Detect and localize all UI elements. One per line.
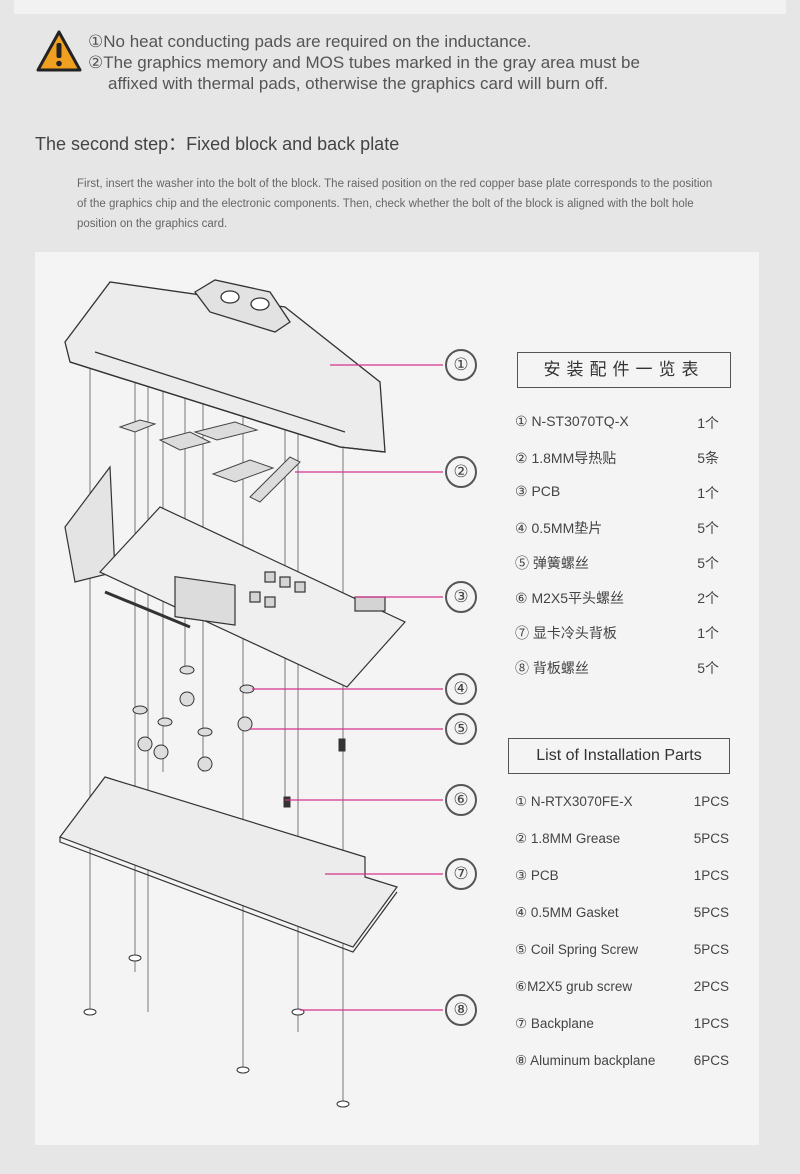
- warning-line-2: ②The graphics memory and MOS tubes marke…: [88, 53, 640, 72]
- step-title: The second step：Fixed block and back pla…: [35, 134, 400, 154]
- callout-2: ②: [445, 456, 477, 488]
- graphics-card-pcb: [64, 465, 406, 688]
- top-divider-bar: [14, 0, 786, 14]
- washers-and-springs: [132, 665, 346, 808]
- intro-paragraph: First, insert the washer into the bolt o…: [77, 178, 713, 230]
- warning-line-1: ①No heat conducting pads are required on…: [88, 32, 532, 51]
- callout-7: ⑦: [445, 858, 477, 890]
- callout-4: ④: [445, 673, 477, 705]
- callout-1: ①: [445, 349, 477, 381]
- water-block: [64, 279, 386, 453]
- diagram-panel: [35, 252, 759, 1145]
- callout-5: ⑤: [445, 713, 477, 745]
- warning-line-3: affixed with thermal pads, otherwise the…: [108, 74, 609, 93]
- parts-list-en-title: List of Installation Parts: [508, 738, 730, 774]
- warning-text: ①No heat conducting pads are required on…: [88, 31, 640, 94]
- callout-8: ⑧: [445, 994, 477, 1026]
- warning-triangle-icon: [36, 30, 82, 72]
- callout-6: ⑥: [445, 784, 477, 816]
- thermal-pads: [118, 419, 301, 503]
- backplate-screws: [83, 954, 350, 1108]
- callout-3: ③: [445, 581, 477, 613]
- exploded-diagram: [59, 279, 443, 1108]
- parts-list-cn-title: 安装配件一览表: [517, 352, 731, 388]
- backplate: [59, 776, 398, 953]
